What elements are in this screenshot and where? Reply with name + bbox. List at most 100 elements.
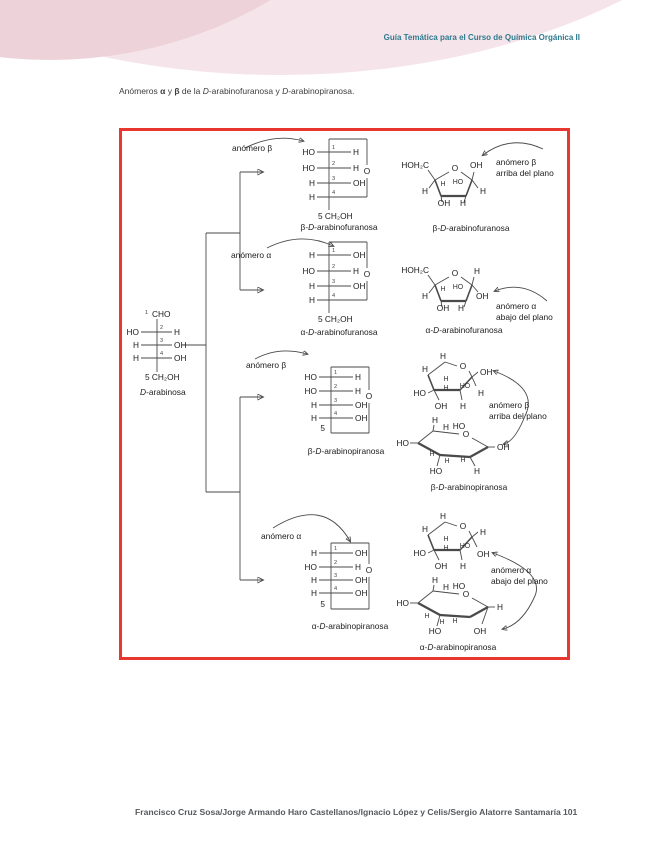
ring-oxygen: O (364, 166, 371, 176)
atom-hoh2c: HOH₂C (401, 160, 429, 170)
chair-alfa-piranosa: O H H HO HO H H H H HO OH (397, 575, 503, 636)
atom-oh: OH (174, 353, 186, 363)
ring-oxygen: O (463, 589, 470, 599)
atom-ho: HO (305, 386, 318, 396)
annotation-line: arriba del plano (489, 411, 547, 421)
atom-oh: OH (437, 303, 449, 313)
atom-hoh2c: HOH₂C (401, 265, 429, 275)
haworth-alfa-piranosa: O H H H OH H H HO HO OH H (414, 511, 490, 571)
arrow-anomero-beta-fur (244, 138, 303, 149)
atom-h: H (353, 266, 359, 276)
atom-h: H (422, 291, 428, 301)
locant-3: 3 (160, 338, 163, 344)
label-d-arabinosa: D-arabinosa (140, 387, 186, 397)
annotation-arrows (244, 138, 548, 629)
arrow-plane-beta-pyr (494, 371, 529, 444)
atom-oh: OH (355, 575, 367, 585)
label-beta-d-arabinopiranosa-fischer: β-D-arabinopiranosa (307, 446, 385, 456)
atom-h: H (440, 351, 446, 361)
annotation-line: anómero β (489, 400, 530, 410)
locant-4: 4 (334, 411, 337, 417)
figure-red-box: 1 CHO HO H 2 H OH 3 H OH 4 5 CH₂OH (119, 128, 570, 660)
atom-h: H (311, 413, 317, 423)
locant-2: 2 (334, 384, 337, 390)
haworth-beta-piranosa: O H H OH H H H HO HO OH H (414, 351, 493, 411)
atom-h: H (311, 575, 317, 585)
label-alfa-d-arabinopiranosa-chair: α-D-arabinopiranosa (419, 642, 497, 652)
atom-h: H (440, 511, 446, 521)
atom-h: H (174, 327, 180, 337)
atom-h: H (311, 588, 317, 598)
atom-h: H (443, 582, 449, 592)
atom-ho-inner: HO (453, 179, 464, 186)
atom-ho: HO (414, 388, 427, 398)
branch-tree (182, 172, 263, 580)
atom-h: H (460, 198, 466, 208)
atom-ho: HO (127, 327, 140, 337)
atom-ch2oh: 5 CH₂OH (145, 372, 180, 382)
atom-ch2oh: 5 CH₂OH (318, 314, 353, 324)
atom-h: H (355, 562, 361, 572)
atom-oh-anomeric: OH (477, 549, 489, 559)
atom-h-inner: H (443, 545, 448, 552)
atom-h: H (432, 415, 438, 425)
atom-h-inner: H (424, 613, 429, 620)
atom-h-inner: H (452, 618, 457, 625)
atom-h: H (355, 372, 361, 382)
arrow-plane-beta-fur (483, 142, 544, 155)
figure-caption: Anómeros α y β de la D-arabinofuranosa y… (119, 86, 355, 96)
haworth-alfa-furanosa: O HOH₂C H OH H HO H OH H (401, 265, 488, 313)
atom-h: H (309, 192, 315, 202)
atom-h: H (422, 364, 428, 374)
locant-1: 1 (334, 546, 337, 552)
annotation-anomero-alfa-furanose: anómero α (231, 250, 272, 260)
locant-3: 3 (334, 398, 337, 404)
atom-oh: OH (438, 198, 450, 208)
footer-page-number: 101 (563, 807, 578, 817)
atom-ho: HO (430, 466, 443, 476)
locant-1: 1 (334, 370, 337, 376)
atom-oh: OH (355, 413, 367, 423)
locant-5: 5 (320, 423, 325, 433)
atom-oh: OH (353, 250, 365, 260)
annotation-anomero-alfa-piranose: anómero α (261, 531, 302, 541)
atom-h: H (309, 295, 315, 305)
atom-h: H (309, 281, 315, 291)
annotation-line: abajo del plano (496, 312, 553, 322)
chair-beta-piranosa: O H H HO HO OH H H H HO H (397, 415, 510, 476)
atom-ho-inner: HO (453, 284, 464, 291)
arrow-anomero-alfa-fur (266, 238, 333, 249)
atom-h: H (474, 466, 480, 476)
label-alfa-d-arabinopiranosa-fischer: α-D-arabinopiranosa (311, 621, 389, 631)
atom-h-inner: H (440, 181, 445, 188)
atom-oh: OH (174, 340, 186, 350)
atom-oh-anomeric: OH (480, 367, 492, 377)
label-alfa-d-arabinofuranosa-fischer: α-D-arabinofuranosa (300, 327, 378, 337)
annotation-line: anómero α (491, 565, 532, 575)
fischer-beta-piranosa: O 1 HO H 2 HO H 3 H OH 4 H OH 5 (305, 366, 373, 434)
atom-h-inner: H (460, 457, 465, 464)
label-beta-d-arabinopiranosa-chair: β-D-arabinopiranosa (430, 482, 508, 492)
atom-oh: OH (435, 561, 447, 571)
annotation-plane-alfa-furanose: anómero α abajo del plano (496, 301, 553, 323)
locant-4: 4 (334, 586, 337, 592)
atom-h: H (497, 602, 503, 612)
atom-oh-anomeric: OH (474, 626, 486, 636)
atom-h: H (133, 353, 139, 363)
locant-2: 2 (332, 264, 335, 270)
atom-ho: HO (303, 163, 316, 173)
atom-ch2oh: 5 CH₂OH (318, 211, 353, 221)
atom-ho: HO (305, 372, 318, 382)
atom-h: H (311, 548, 317, 558)
locant-3: 3 (334, 573, 337, 579)
atom-h: H (443, 422, 449, 432)
atom-h: H (478, 388, 484, 398)
atom-h: H (133, 340, 139, 350)
atom-h: H (353, 163, 359, 173)
ring-oxygen: O (463, 429, 470, 439)
ring-oxygen: O (366, 391, 373, 401)
fischer-alfa-furanosa: O 1 H OH 2 HO H 3 H OH 4 H 5 CH₂OH (303, 241, 371, 324)
locant-2: 2 (334, 560, 337, 566)
atom-ho: HO (303, 266, 316, 276)
locant-2: 2 (160, 325, 163, 331)
